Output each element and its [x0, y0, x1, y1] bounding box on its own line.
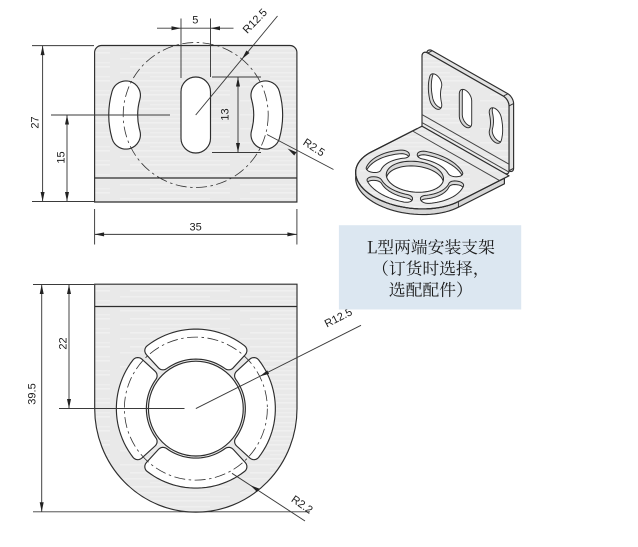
svg-text:27: 27: [30, 116, 42, 128]
svg-text:22: 22: [58, 337, 70, 349]
svg-text:39.5: 39.5: [27, 383, 39, 404]
svg-text:13: 13: [220, 108, 232, 120]
svg-text:35: 35: [189, 221, 201, 233]
svg-text:5: 5: [192, 15, 198, 27]
svg-text:15: 15: [56, 151, 68, 163]
